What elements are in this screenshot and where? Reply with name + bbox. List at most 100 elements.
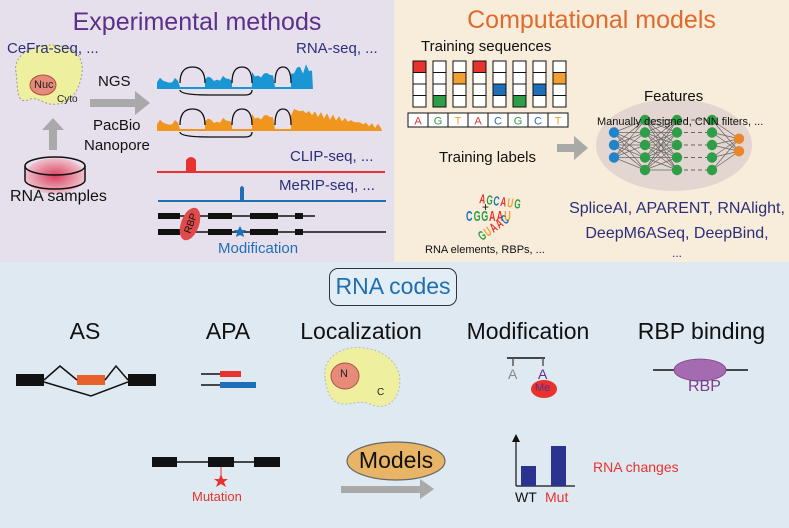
motif-letter: A (489, 208, 496, 225)
up-arrow-icon (42, 118, 64, 150)
training-sequences-label: Training sequences (421, 38, 552, 55)
onehot-cell (492, 95, 507, 108)
category-apa: APA (205, 318, 251, 344)
onehot-cell (452, 60, 467, 73)
onehot-cell (512, 60, 527, 73)
models-label: Models (358, 447, 434, 473)
splice-junction-arc (179, 89, 253, 96)
network-node (671, 139, 683, 151)
category-as: AS (69, 318, 101, 344)
network-edge (613, 132, 646, 158)
neural-network-diagram (608, 114, 745, 176)
sequence-cell (547, 112, 569, 128)
network-edge (711, 138, 740, 171)
category-modification: Modification (466, 318, 590, 344)
computational-models-title: Computational models (467, 6, 716, 34)
network-node (706, 164, 718, 176)
ngs-label: NGS (98, 73, 131, 90)
network-edge (644, 132, 678, 171)
onehot-cell (412, 95, 427, 108)
splice-junction-arc (179, 108, 206, 126)
models-ellipse (346, 441, 446, 481)
rna-changes-label: RNA changes (593, 459, 679, 475)
motif-letter: A (478, 192, 486, 207)
sequence-base: A (474, 116, 482, 128)
features-sublabel: Manually designed, CNN filters, ... (597, 116, 764, 128)
sequence-base: A (414, 116, 422, 128)
bar-mut (551, 446, 566, 486)
right-arrow-icon (557, 136, 588, 160)
splice-junction-arc (179, 66, 206, 84)
network-node (639, 139, 651, 151)
network-node (671, 114, 683, 126)
network-edge (613, 144, 646, 158)
localization-cell-icon (324, 346, 401, 407)
network-edge (711, 138, 740, 158)
network-node (671, 164, 683, 176)
experimental-methods-title: Experimental methods (72, 8, 322, 36)
cefra-seq-label: CeFra-seq, ... (7, 40, 99, 57)
network-edge (613, 119, 646, 158)
network-node (639, 127, 651, 138)
rbp-ellipse (179, 207, 201, 241)
network-edge (644, 119, 678, 171)
network-edge (613, 157, 646, 171)
rna-samples-label: RNA samples (10, 188, 107, 205)
petri-dish-icon (24, 156, 86, 194)
nucleus-n-label: N (340, 368, 348, 380)
onehot-cell (512, 95, 527, 108)
onehot-cell (512, 72, 527, 85)
network-node (706, 152, 718, 163)
mut-label: Mut (545, 489, 569, 505)
onehot-cell (532, 83, 547, 96)
nucleus-shape (29, 74, 57, 96)
network-edge (644, 119, 678, 158)
cytoplasm-c-label: C (377, 387, 385, 398)
onehot-cell (492, 60, 507, 73)
rna-codes-title: RNA codes (335, 273, 451, 299)
network-edge (644, 157, 678, 171)
right-arrow-icon (341, 479, 434, 499)
motif-letter: A (499, 195, 507, 210)
plus-sign: + (482, 200, 490, 214)
onehot-cell (412, 72, 427, 85)
splice-junction-arc (231, 66, 253, 84)
sequence-base: C (494, 116, 502, 128)
modification-label: Modification (218, 240, 299, 257)
clip-seq-track (157, 157, 385, 173)
merip-seq-label: MeRIP-seq, ... (279, 177, 375, 194)
sequence-base: C (534, 116, 542, 128)
me-label: Me (535, 382, 551, 394)
rna-elements-label: RNA elements, RBPs, ... (425, 244, 545, 256)
network-node (639, 114, 651, 126)
network-node (671, 152, 683, 163)
onehot-cell (532, 60, 547, 73)
rna-changes-bar-chart (512, 434, 575, 487)
onehot-cell (552, 83, 567, 96)
features-label: Features (644, 88, 704, 105)
cyto-label: Cyto (57, 94, 78, 105)
coverage-area (157, 64, 313, 89)
mod-a-modified: A (538, 366, 548, 382)
onehot-cell (472, 60, 487, 73)
network-node (608, 139, 620, 151)
onehot-cell (452, 95, 467, 108)
rna-codes-box: RNA codes (329, 268, 457, 306)
training-labels-label: Training labels (439, 149, 536, 166)
network-edge (644, 119, 678, 133)
motif-letter: G (481, 208, 488, 225)
right-arrow-icon (90, 91, 150, 115)
onehot-cell (492, 83, 507, 96)
apa-diagram (201, 371, 256, 388)
onehot-cell (512, 83, 527, 96)
sequence-base: G (434, 116, 443, 128)
mutation-gene-diagram (152, 457, 280, 487)
splice-junction-arc (231, 108, 253, 126)
nanopore-label: Nanopore (84, 137, 150, 154)
coverage-tracks (157, 64, 382, 138)
mod-a-unmodified: A (508, 366, 518, 382)
nuc-label: Nuc (34, 79, 54, 91)
